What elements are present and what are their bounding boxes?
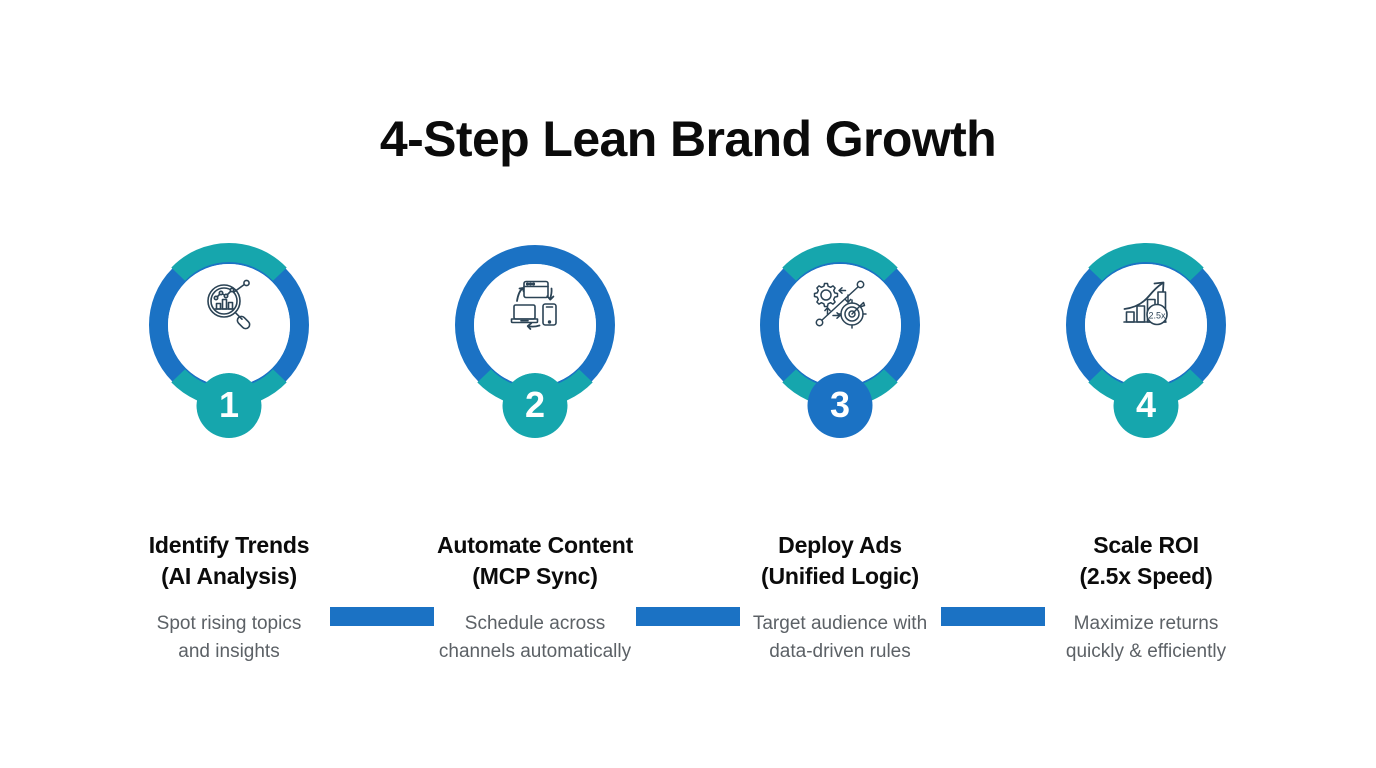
connector-2-to-3 [636, 607, 740, 626]
step-number-3: 3 [829, 383, 851, 425]
step-description-3: Target audience with data-driven rules [752, 613, 928, 662]
step-text-2: Automate Content (MCP Sync) Schedule acr… [382, 530, 688, 665]
step-item-2[interactable]: 2 Automate Content (MCP Sync) Schedule a… [382, 245, 688, 715]
step-node-2[interactable]: 2 [455, 245, 615, 438]
step-badge-4: 4 [1113, 373, 1179, 438]
step-badge-2: 2 [502, 373, 568, 438]
step-node-4[interactable]: 2.5x 4 [1066, 243, 1226, 438]
step-description-1: Spot rising topics and insights [156, 613, 302, 662]
step-description-2: Schedule across channels automatically [438, 613, 632, 662]
step-heading-4: Scale ROI (2.5x Speed) [1079, 532, 1213, 589]
growth-bar-chart-icon: 2.5x [1118, 279, 1174, 331]
multi-device-sync-icon [507, 279, 563, 331]
page-title: 4-Step Lean Brand Growth [379, 110, 997, 167]
step-item-1[interactable]: 1 Identify Trends (AI Analysis) Spot ris… [76, 243, 382, 715]
step-badge-1: 1 [196, 373, 262, 438]
step-node-1[interactable]: 1 [149, 243, 309, 438]
step-text-1: Identify Trends (AI Analysis) Spot risin… [76, 530, 382, 665]
step-node-3[interactable]: 3 [760, 243, 920, 438]
step-heading-1: Identify Trends (AI Analysis) [148, 532, 310, 589]
steps-row: 1 Identify Trends (AI Analysis) Spot ris… [0, 243, 1376, 715]
step-heading-2: Automate Content (MCP Sync) [436, 532, 634, 589]
step-item-4[interactable]: 2.5x 4 Scale ROI (2.5x Speed) Maximize r… [993, 243, 1299, 715]
step-ring-2 [455, 245, 615, 407]
connector-1-to-2 [330, 607, 434, 626]
step-badge-3: 3 [807, 373, 873, 438]
growth-multiplier-label: 2.5x [1148, 310, 1166, 320]
gear-target-strategy-icon [812, 279, 868, 331]
step-text-4: Scale ROI (2.5x Speed) Maximize returns … [993, 530, 1299, 665]
step-number-2: 2 [524, 383, 546, 425]
step-heading-3: Deploy Ads (Unified Logic) [761, 532, 919, 589]
step-text-3: Deploy Ads (Unified Logic) Target audien… [687, 530, 993, 665]
step-number-1: 1 [218, 383, 240, 425]
step-number-4: 4 [1135, 383, 1157, 425]
connector-3-to-4 [941, 607, 1045, 626]
step-item-3[interactable]: 3 Deploy Ads (Unified Logic) Target audi… [687, 243, 993, 715]
magnifier-bar-chart-icon [201, 279, 257, 331]
step-description-4: Maximize returns quickly & efficiently [1065, 613, 1227, 662]
